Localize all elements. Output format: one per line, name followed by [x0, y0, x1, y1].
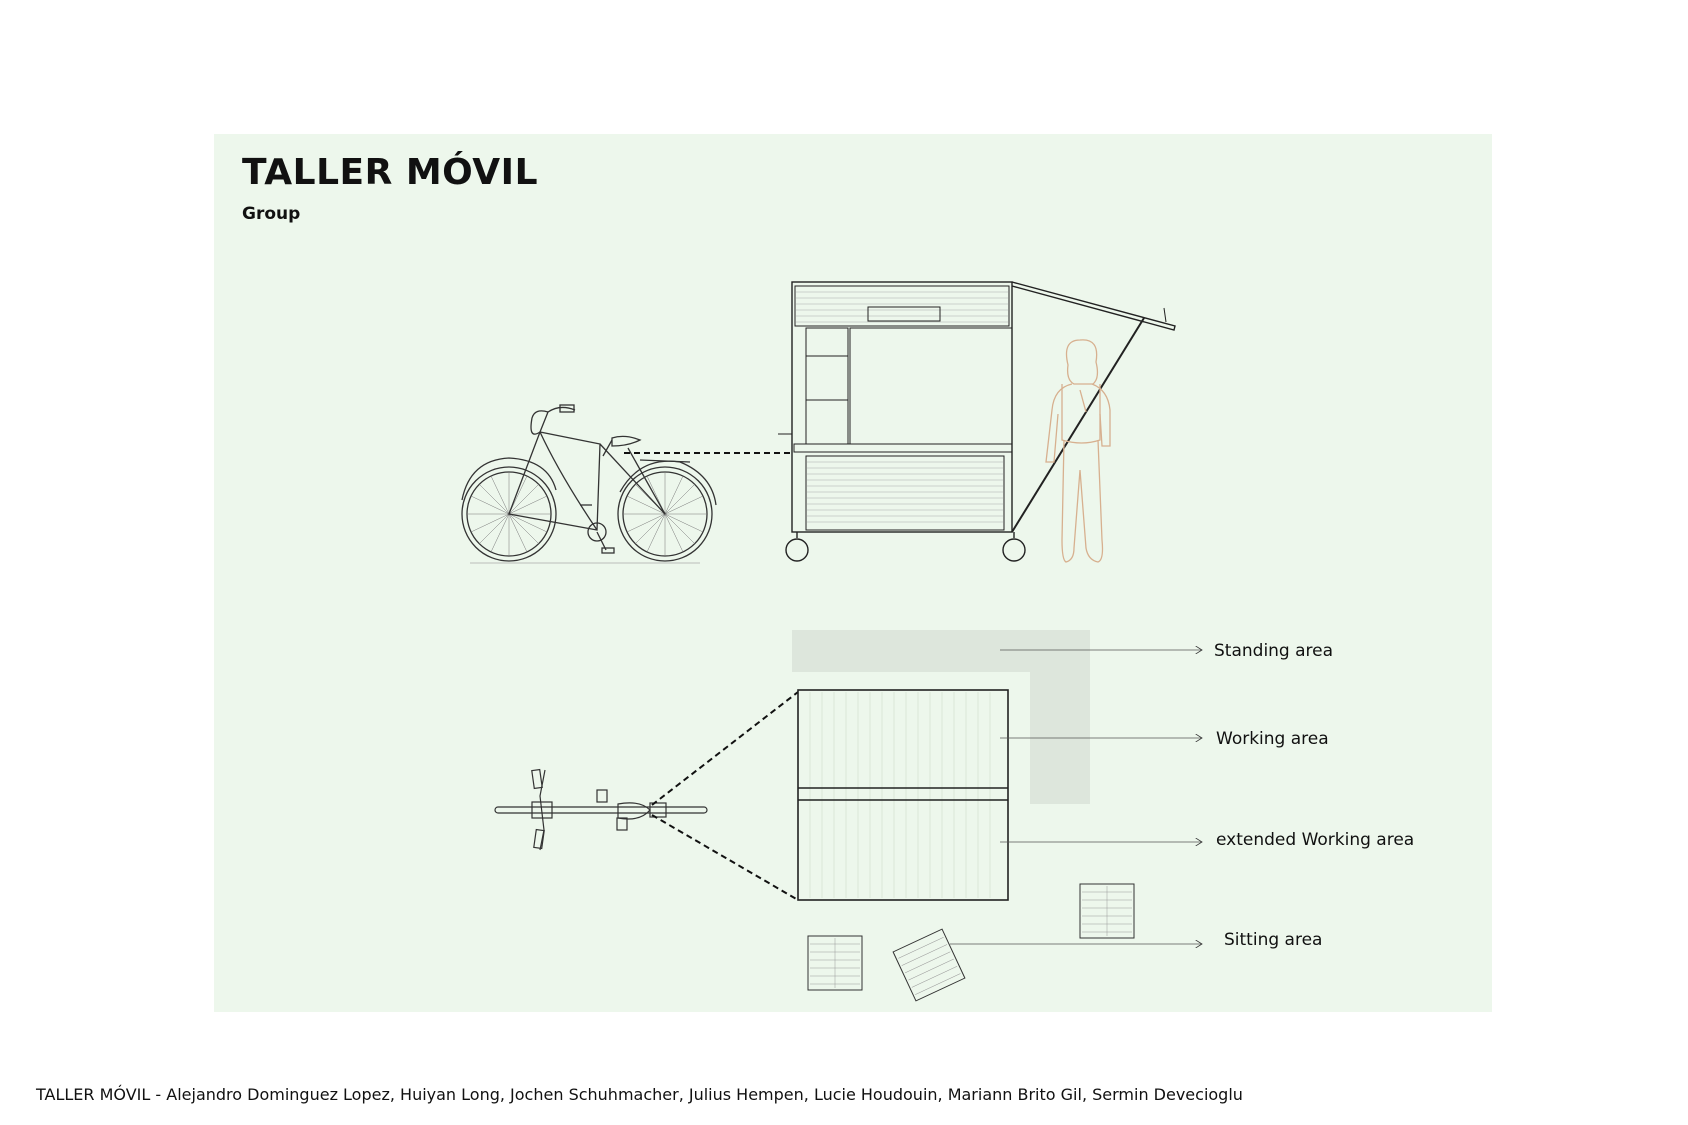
- standing-area-zone: [792, 630, 1090, 804]
- cart-elevation: [778, 281, 1176, 562]
- page-title: TALLER MÓVIL: [242, 152, 539, 193]
- credits-caption: TALLER MÓVIL - Alejandro Dominguez Lopez…: [36, 1085, 1243, 1104]
- stool-plan: [807, 935, 863, 991]
- person-icon: [1045, 339, 1111, 563]
- stool-plan: [892, 928, 966, 1002]
- label-extended-working-area: extended Working area: [1216, 830, 1414, 850]
- label-standing-area: Standing area: [1214, 641, 1333, 661]
- page-subtitle: Group: [242, 204, 301, 224]
- stool-plan: [1079, 883, 1135, 939]
- label-working-area: Working area: [1216, 729, 1329, 749]
- leader-lines: [950, 650, 1202, 944]
- cart-plan: [797, 689, 1009, 901]
- label-sitting-area: Sitting area: [1224, 930, 1322, 950]
- bicycle-icon: [461, 404, 717, 564]
- bicycle-plan-icon: [494, 768, 708, 851]
